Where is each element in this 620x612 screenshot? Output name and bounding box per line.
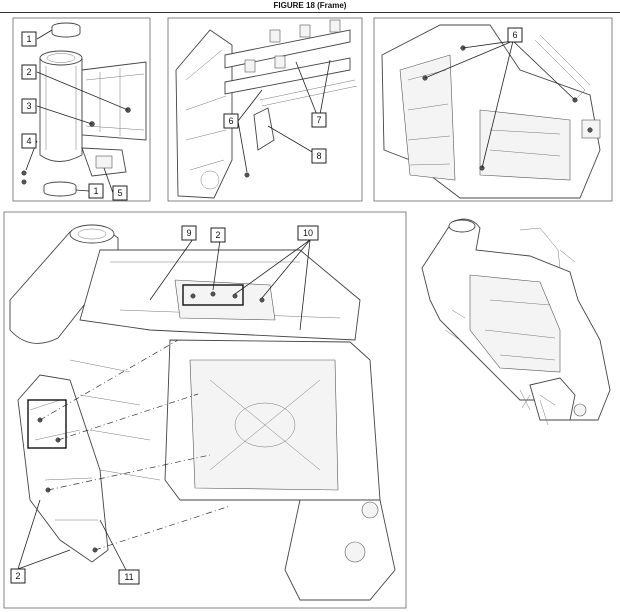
callout-6: 6 (223, 113, 239, 129)
panel-1-border (12, 17, 151, 202)
panel-mount-bolts-detail: 6 (373, 17, 613, 202)
svg-text:5: 5 (117, 188, 122, 198)
svg-text:7: 7 (316, 115, 321, 125)
callout-3: 3 (21, 98, 37, 114)
panel-main-exploded-view: 9 2 10 2 11 (3, 211, 407, 609)
panel-2-border (167, 17, 363, 202)
head-tube (39, 50, 83, 162)
main-frame (9, 224, 396, 601)
callout-2: 2 (210, 227, 226, 243)
svg-text:9: 9 (186, 228, 191, 238)
callout-2: 2 (21, 64, 37, 80)
panel-3-border (373, 17, 613, 202)
bolt (21, 170, 27, 176)
svg-text:2: 2 (15, 571, 20, 581)
figure-title: FIGURE 18 (Frame) (273, 1, 347, 10)
svg-text:2: 2 (215, 230, 220, 240)
frame-side-plate (175, 29, 250, 199)
assembled-frame-view (421, 218, 611, 426)
panel-4-border (3, 211, 407, 609)
svg-text:4: 4 (26, 136, 31, 146)
bearing-ring-bottom (43, 181, 77, 197)
svg-text:1: 1 (93, 186, 98, 196)
callout-7: 7 (311, 112, 327, 128)
svg-text:10: 10 (303, 228, 313, 238)
callout-2-bottom: 2 (10, 568, 26, 584)
frame-spar (81, 61, 147, 141)
svg-text:8: 8 (316, 151, 321, 161)
svg-text:3: 3 (26, 101, 31, 111)
callout-8: 8 (311, 148, 327, 164)
bolt (21, 179, 27, 185)
lower-bracket (81, 147, 127, 177)
callout-5: 5 (112, 185, 128, 201)
callout-1-bottom: 1 (88, 183, 104, 199)
svg-text:2: 2 (26, 67, 31, 77)
panel-steering-head-detail: 1 2 3 4 1 5 (12, 17, 151, 202)
svg-text:6: 6 (228, 116, 233, 126)
svg-text:11: 11 (124, 572, 133, 582)
bearing-ring-top (51, 22, 81, 38)
svg-text:1: 1 (26, 34, 31, 44)
frame-body (381, 24, 601, 199)
callout-4: 4 (21, 133, 37, 149)
callout-11: 11 (118, 569, 140, 585)
svg-text:6: 6 (512, 30, 517, 40)
title-rule (0, 12, 620, 13)
pin-rails (224, 19, 358, 107)
callout-6: 6 (507, 27, 523, 43)
side-plate (17, 374, 109, 563)
spacer-blade (253, 107, 275, 151)
callout-10: 10 (297, 225, 319, 241)
callout-9: 9 (181, 225, 197, 241)
panel-pins-detail: 6 7 8 (167, 17, 363, 202)
callout-1: 1 (21, 31, 37, 47)
